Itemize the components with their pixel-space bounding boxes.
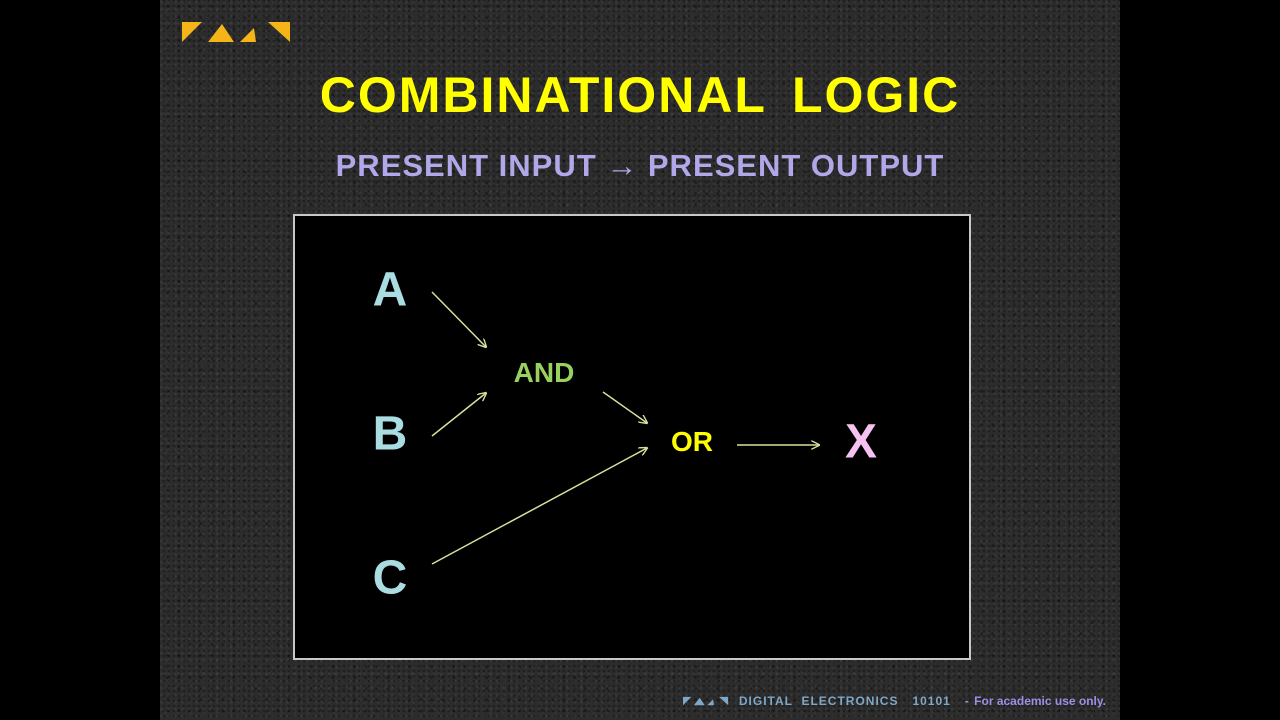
node-or-gate: OR [671, 426, 713, 457]
footer-code: 10101 [912, 694, 951, 708]
arrow-a-to-and [431, 291, 486, 347]
slide-title: COMBINATIONAL LOGIC [319, 67, 961, 123]
logic-diagram: A B C AND OR X [293, 214, 971, 660]
arrow-b-to-and [431, 393, 486, 437]
slide: COMBINATIONAL LOGIC PRESENT INPUT → PRES… [160, 0, 1120, 720]
node-input-a: A [372, 263, 408, 317]
footer-separator: - [964, 694, 970, 708]
node-input-b: B [372, 407, 408, 461]
footer-course: DIGITAL ELECTRONICS [738, 694, 899, 708]
logo-icon [182, 22, 290, 42]
node-input-c: C [372, 551, 408, 605]
arrow-c-to-or [431, 448, 647, 565]
footer: DIGITAL ELECTRONICS 10101- For academic u… [682, 694, 1106, 708]
footer-logo-icon [682, 697, 729, 706]
footer-note: For academic use only. [974, 694, 1106, 708]
slide-subtitle: PRESENT INPUT → PRESENT OUTPUT [335, 148, 945, 183]
node-and-gate: AND [513, 357, 575, 388]
node-output-x: X [844, 415, 878, 469]
arrow-and-to-or [602, 391, 647, 423]
diagram-arrows [431, 291, 969, 565]
